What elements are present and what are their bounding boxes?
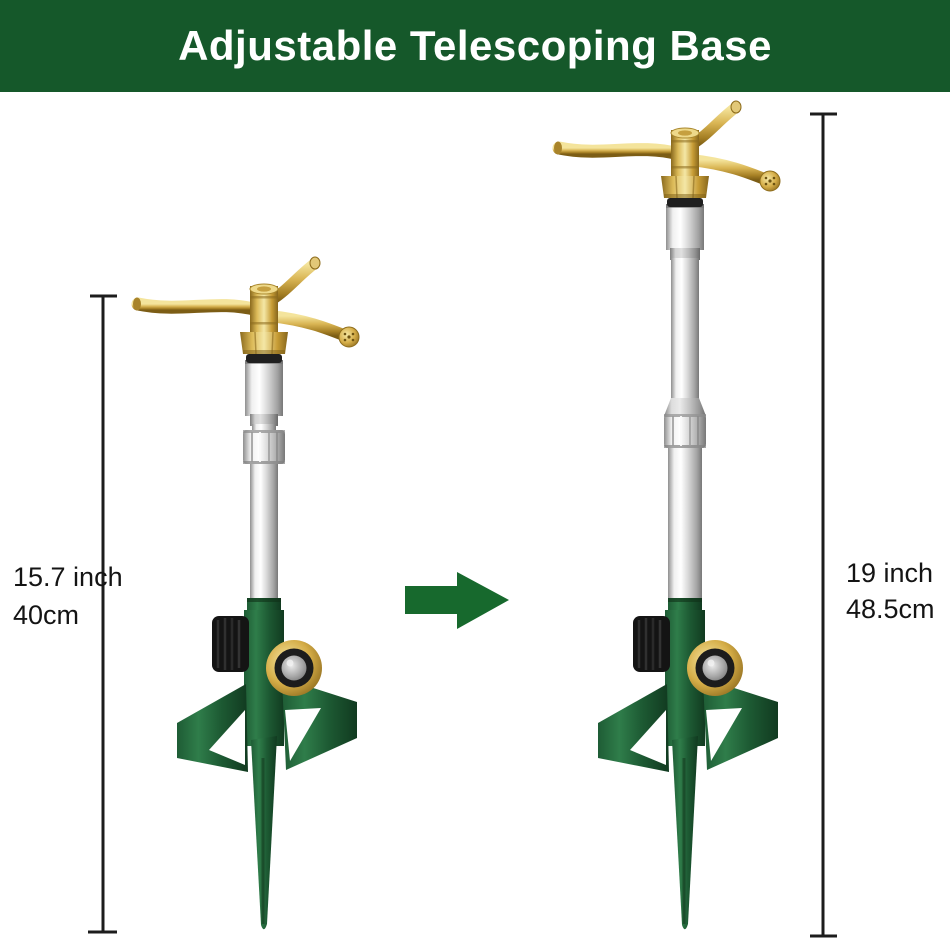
dimension-label-left-cm: 40cm [13, 600, 80, 630]
dimension-line-left [88, 294, 117, 934]
dimension-label-left-inch: 15.7 inch [13, 562, 123, 592]
dimension-label-right-inch: 19 inch [846, 558, 934, 588]
dimension-line-right [810, 112, 837, 938]
sprinkler-extended-image [554, 101, 780, 931]
sprinkler-collapsed-image [133, 257, 359, 931]
arrow-right-icon [405, 572, 509, 629]
header-banner: Adjustable Telescoping Base [0, 0, 950, 92]
dimension-label-right-cm: 48.5cm [846, 594, 935, 624]
page-title: Adjustable Telescoping Base [178, 22, 772, 69]
